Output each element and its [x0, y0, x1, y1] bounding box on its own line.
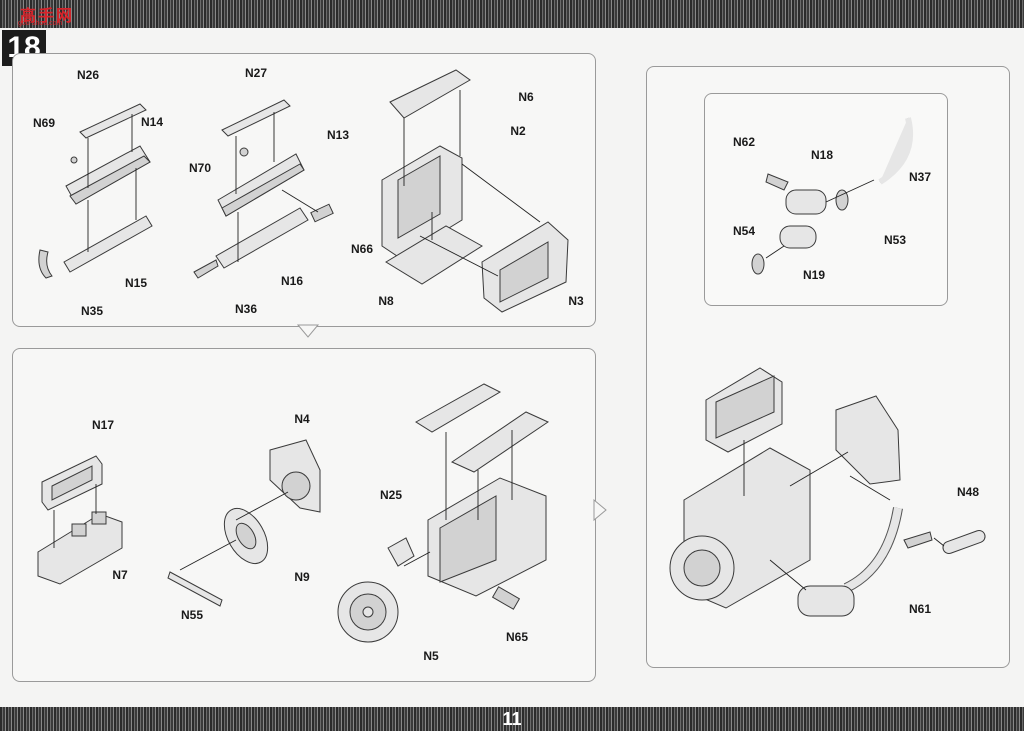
part-label-n70: N70: [188, 161, 212, 175]
part-label-n69: N69: [32, 116, 56, 130]
part-group-n17-n7: [37, 455, 123, 585]
part-group-n4-n9-n55: [167, 439, 321, 607]
part-label-n26: N26: [76, 68, 100, 82]
part-label-n5: N5: [423, 649, 439, 663]
part-label-n17: N17: [91, 418, 115, 432]
logo-text: 高手网: [20, 8, 75, 25]
page-number: 11: [502, 709, 522, 729]
part-label-n66: N66: [350, 242, 374, 256]
part-label-n55: N55: [180, 608, 204, 622]
part-group-engine-block: [337, 383, 550, 643]
part-label-n25: N25: [379, 488, 403, 502]
callout-pointer-down: [296, 324, 320, 338]
part-group-complete-engine: [669, 367, 986, 617]
part-label-n4: N4: [294, 412, 310, 426]
part-label-n62: N62: [732, 135, 756, 149]
part-label-n19: N19: [802, 268, 826, 282]
part-label-n36: N36: [234, 302, 258, 316]
part-label-n16: N16: [280, 274, 304, 288]
part-label-n9: N9: [294, 570, 310, 584]
part-group-exhaust: [751, 117, 914, 275]
part-label-n27: N27: [244, 66, 268, 80]
part-label-n48: N48: [956, 485, 980, 499]
part-label-n15: N15: [124, 276, 148, 290]
part-label-n14: N14: [140, 115, 164, 129]
part-label-n8: N8: [378, 294, 394, 308]
part-label-n54: N54: [732, 224, 756, 238]
part-label-n65: N65: [505, 630, 529, 644]
part-group-valve-cover-2: [193, 99, 334, 279]
part-label-n35: N35: [80, 304, 104, 318]
site-logo: 高手网 goo-shou.com: [18, 2, 78, 30]
part-label-n7: N7: [112, 568, 128, 582]
part-label-n18: N18: [810, 148, 834, 162]
callout-pointer-right: [593, 498, 607, 522]
part-label-n61: N61: [908, 602, 932, 616]
part-label-n6: N6: [518, 90, 534, 104]
part-label-n37: N37: [908, 170, 932, 184]
part-group-oil-pan: [381, 69, 569, 313]
top-border-band: [0, 0, 1024, 28]
part-label-n3: N3: [568, 294, 584, 308]
logo-url: goo-shou.com: [18, 20, 63, 27]
part-label-n53: N53: [883, 233, 907, 247]
part-label-n2: N2: [510, 124, 526, 138]
part-group-valve-cover-1: [38, 103, 153, 279]
bottom-border-band: [0, 707, 1024, 731]
part-label-n13: N13: [326, 128, 350, 142]
